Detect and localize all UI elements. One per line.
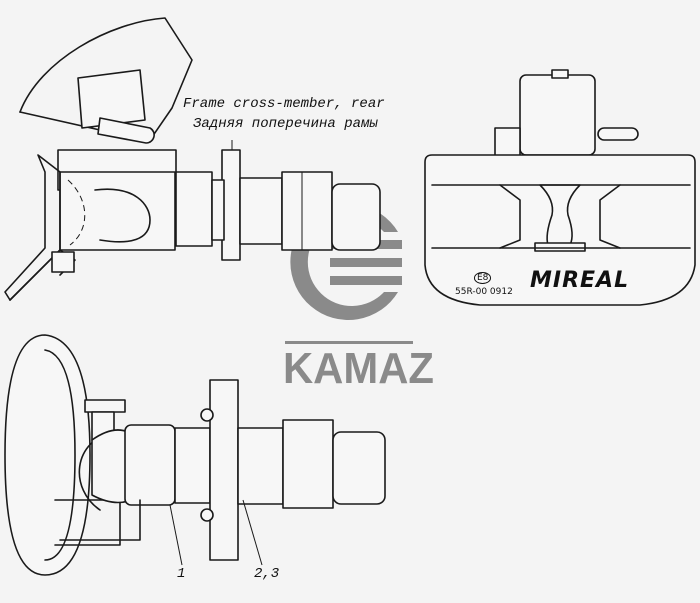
callout-1: 1: [177, 566, 186, 582]
approval-mark: E8: [474, 272, 492, 284]
frame-cross-member-label-en: Frame cross-member, rear: [183, 96, 385, 112]
mireal-logo: MIREAL: [530, 268, 630, 293]
plan-view: [4, 334, 386, 576]
rear-view: [424, 69, 696, 306]
callout-2-3: 2,3: [254, 566, 280, 582]
side-view-top: [4, 17, 381, 301]
frame-cross-member-label-ru: Задняя поперечина рамы: [193, 116, 378, 132]
kamaz-logo-text: KAMAZ: [283, 344, 434, 393]
approval-number: 55R-00 0912: [455, 287, 513, 297]
